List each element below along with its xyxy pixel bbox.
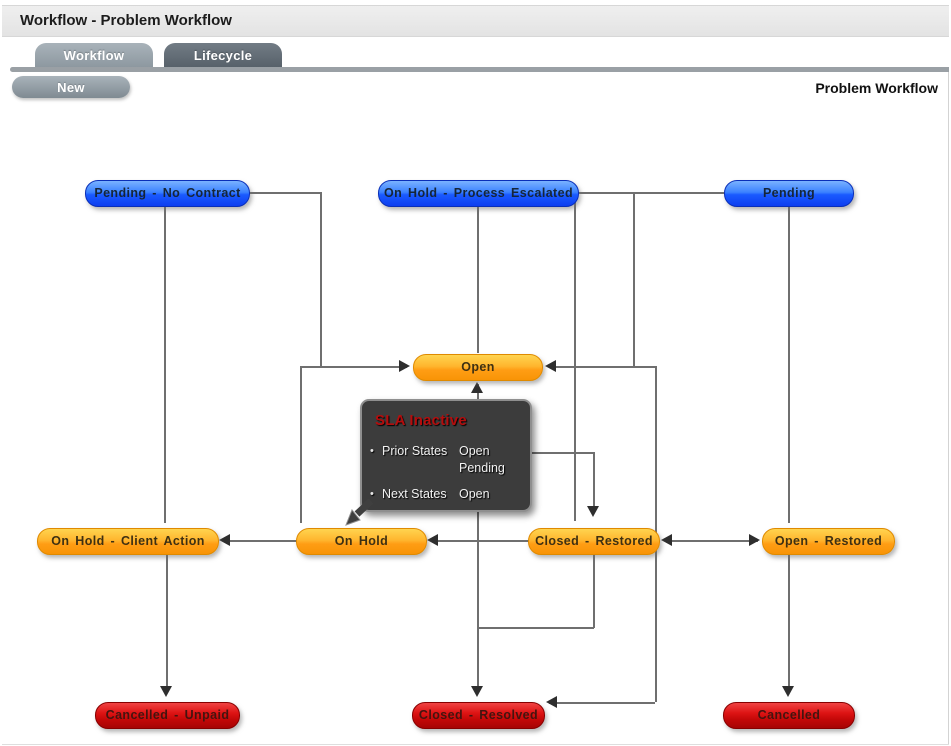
transition-line bbox=[431, 540, 529, 542]
bullet-icon: • bbox=[370, 488, 374, 500]
state-node-on-hold[interactable]: On Hold bbox=[296, 528, 427, 555]
arrowhead-icon bbox=[545, 360, 556, 372]
arrowhead-icon bbox=[749, 534, 760, 546]
tooltip-title: SLA Inactive bbox=[375, 412, 467, 429]
state-node-closed-resolved[interactable]: Closed - Resolved bbox=[412, 702, 545, 729]
arrowhead-icon bbox=[219, 534, 230, 546]
transition-line bbox=[248, 192, 321, 194]
transition-line bbox=[477, 205, 479, 353]
state-node-on-hold-process-escalated[interactable]: On Hold - Process Escalated bbox=[378, 180, 579, 207]
arrowhead-icon bbox=[546, 696, 557, 708]
state-node-cancelled-unpaid[interactable]: Cancelled - Unpaid bbox=[95, 702, 240, 729]
arrowhead-icon bbox=[587, 506, 599, 517]
state-node-on-hold-client-action[interactable]: On Hold - Client Action bbox=[37, 528, 219, 555]
transition-line bbox=[166, 554, 168, 692]
arrowhead-icon bbox=[471, 686, 483, 697]
arrowhead-icon bbox=[427, 534, 438, 546]
state-node-open-restored[interactable]: Open - Restored bbox=[762, 528, 895, 555]
transition-line bbox=[593, 554, 595, 628]
transition-line bbox=[300, 366, 407, 368]
window-titlebar: Workflow - Problem Workflow bbox=[2, 5, 949, 37]
transition-line bbox=[633, 192, 635, 366]
tab-bar-divider bbox=[10, 67, 949, 72]
transition-line bbox=[320, 192, 322, 366]
transition-line bbox=[788, 554, 790, 692]
transition-line bbox=[574, 193, 576, 521]
transition-line bbox=[164, 205, 166, 523]
transition-line bbox=[300, 366, 302, 523]
tab-lifecycle[interactable]: Lifecycle bbox=[164, 43, 282, 67]
bullet-icon: • bbox=[370, 445, 374, 457]
page-title: Workflow - Problem Workflow bbox=[20, 12, 232, 29]
transition-line bbox=[549, 366, 656, 368]
arrowhead-icon bbox=[399, 360, 410, 372]
content-bottom-border bbox=[2, 744, 949, 745]
transition-line bbox=[577, 192, 724, 194]
transition-line bbox=[549, 702, 655, 704]
tooltip-pointer-icon bbox=[345, 498, 374, 526]
state-node-pending-no-contract[interactable]: Pending - No Contract bbox=[85, 180, 250, 207]
state-node-cancelled[interactable]: Cancelled bbox=[723, 702, 855, 729]
transition-line bbox=[223, 540, 297, 542]
arrowhead-icon bbox=[661, 534, 672, 546]
arrowhead-icon bbox=[160, 686, 172, 697]
transition-line bbox=[593, 452, 595, 513]
tooltip-row: • Next States Open bbox=[370, 486, 530, 503]
transition-line bbox=[477, 452, 594, 454]
context-title: Problem Workflow bbox=[815, 80, 938, 96]
content-right-border bbox=[948, 72, 949, 745]
tab-workflow[interactable]: Workflow bbox=[35, 43, 153, 67]
transition-line bbox=[788, 205, 790, 523]
state-node-closed-restored[interactable]: Closed - Restored bbox=[528, 528, 660, 555]
arrowhead-icon bbox=[782, 686, 794, 697]
state-node-pending[interactable]: Pending bbox=[724, 180, 854, 207]
transition-line bbox=[666, 540, 758, 542]
tooltip-row-label: Next States bbox=[382, 487, 447, 501]
new-button[interactable]: New bbox=[12, 76, 130, 98]
state-node-open[interactable]: Open bbox=[413, 354, 543, 381]
transition-line bbox=[477, 384, 479, 692]
tooltip-row-values: Open bbox=[459, 487, 490, 501]
tooltip-row-label: Prior States bbox=[382, 444, 448, 458]
arrowhead-icon bbox=[471, 382, 483, 393]
transition-line bbox=[477, 627, 594, 629]
